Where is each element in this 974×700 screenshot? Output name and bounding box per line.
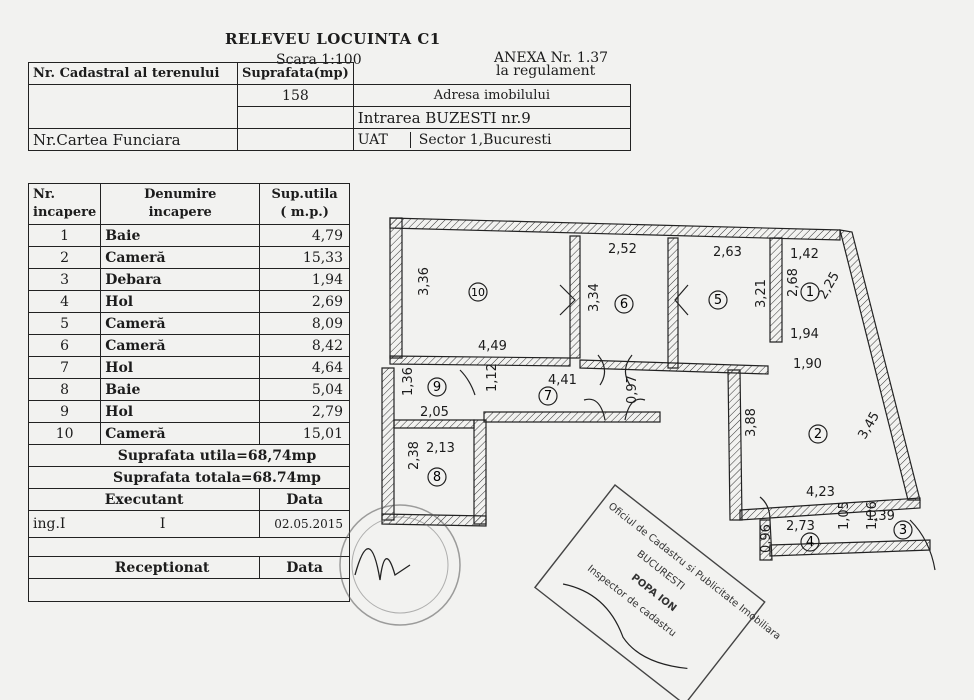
dimension-label: 2,68	[786, 268, 801, 297]
dimension-label: 1,05	[837, 501, 852, 530]
room-label-3: 3	[899, 523, 907, 538]
dimension-label: 1,90	[793, 357, 822, 372]
document-title: RELEVEU LOCUINTA C1	[225, 30, 441, 48]
dimension-label: 4,23	[806, 485, 835, 500]
room-label-5: 5	[714, 293, 722, 308]
room-label-9: 9	[433, 380, 441, 395]
room-area: 4,79	[259, 224, 350, 247]
address-label: Adresa imobilului	[352, 84, 632, 107]
room-circle-5	[708, 290, 728, 310]
land-book-label: Nr.Cartea Funciara	[28, 128, 238, 151]
cadastral-value	[28, 84, 238, 129]
executant-name: ing.I	[33, 516, 66, 532]
room-label-8: 8	[433, 470, 441, 485]
col-nr-header: Nr.incapere	[27, 183, 102, 225]
room-name: Cameră	[100, 422, 261, 445]
annex-line-1: ANEXA Nr. 1.37	[494, 50, 609, 66]
uat-cell: UAT Sector 1,Bucuresti	[352, 128, 632, 151]
room-circle-2	[808, 424, 828, 444]
room-circle-1	[800, 282, 820, 302]
room-label-7: 7	[544, 389, 552, 404]
room-name: Hol	[100, 356, 261, 379]
dimension-label: 4,49	[478, 339, 507, 354]
dimension-label: 1,39	[866, 509, 895, 524]
area-label: Suprafata(mp)	[237, 62, 354, 85]
room-circle-3	[893, 520, 913, 540]
door-swings	[459, 284, 936, 571]
room-label-1: 1	[806, 285, 814, 300]
room-label-4: 4	[806, 535, 814, 550]
dimension-label: 3,34	[587, 283, 602, 312]
total-area: Suprafata totala=68.74mp	[28, 466, 350, 489]
room-area: 15,01	[259, 422, 350, 445]
room-circle-6	[614, 294, 634, 314]
dimension-label: 0,97	[625, 375, 640, 404]
address-value: Intrarea BUZESTI nr.9	[352, 106, 632, 129]
dimension-label: 2,13	[426, 441, 455, 456]
room-circle-9	[427, 377, 447, 397]
dimension-label: 1,94	[790, 327, 819, 342]
dimension-label: 3,36	[417, 267, 432, 296]
room-number: 4	[27, 290, 102, 313]
dimension-label: 3,88	[744, 408, 759, 437]
dimension-label: 3,45	[855, 409, 882, 442]
round-stamp	[339, 504, 461, 626]
executant-row: ing.I I	[27, 510, 261, 538]
area-value: 158	[237, 84, 354, 107]
room-labels: 1 2 3 4 5 6 7 8 9 10	[427, 282, 913, 552]
dimension-label: 2,63	[713, 245, 742, 260]
uat-value: Sector 1,Bucuresti	[418, 131, 552, 148]
dimension-label: 2,38	[407, 441, 422, 470]
dimension-label: 1,12	[485, 363, 500, 392]
executant-date: 02.05.2015	[259, 510, 350, 538]
dimension-label: 2,25	[815, 269, 842, 302]
dimension-label: 0,96	[759, 524, 774, 553]
room-area: 2,79	[259, 400, 350, 423]
dimension-label: 1,42	[790, 247, 819, 262]
stamp-line-1: Oficiul de Cadastru si Publicitate Imobi…	[606, 501, 783, 642]
room-label-2: 2	[814, 427, 822, 442]
dimension-label: 2,05	[420, 405, 449, 420]
room-circle-4	[800, 532, 820, 552]
receptionat-label: Receptionat	[27, 556, 261, 579]
uat-label: UAT	[358, 131, 411, 148]
room-label-6: 6	[620, 297, 628, 312]
room-label-10: 10	[471, 286, 485, 299]
room-circle-7	[538, 386, 558, 406]
room-area: 8,09	[259, 312, 350, 335]
dimension-label: 1,36	[401, 367, 416, 396]
room-number: 1	[27, 224, 102, 247]
dimension-label: 1,06	[865, 501, 880, 530]
date-label: Data	[259, 488, 350, 511]
dimension-label: 4,41	[548, 373, 577, 388]
room-circle-10	[468, 282, 488, 302]
room-number: 8	[27, 378, 102, 401]
col-area-header: Sup.utila( m.p.)	[259, 183, 350, 225]
cadastral-label: Nr. Cadastral al terenului	[28, 62, 238, 85]
signature-mark	[354, 548, 411, 581]
room-circle-8	[427, 467, 447, 487]
room-name: Baie	[100, 224, 261, 247]
dimension-label: 3,21	[754, 279, 769, 308]
property-info-table: Nr. Cadastral al terenului Suprafata(mp)…	[28, 62, 632, 151]
room-name: Baie	[100, 378, 261, 401]
room-name: Cameră	[100, 334, 261, 357]
dimension-label: 2,52	[608, 242, 637, 257]
executant-mark: I	[159, 516, 166, 532]
walls	[381, 217, 931, 561]
dimension-label: 2,73	[786, 519, 815, 534]
